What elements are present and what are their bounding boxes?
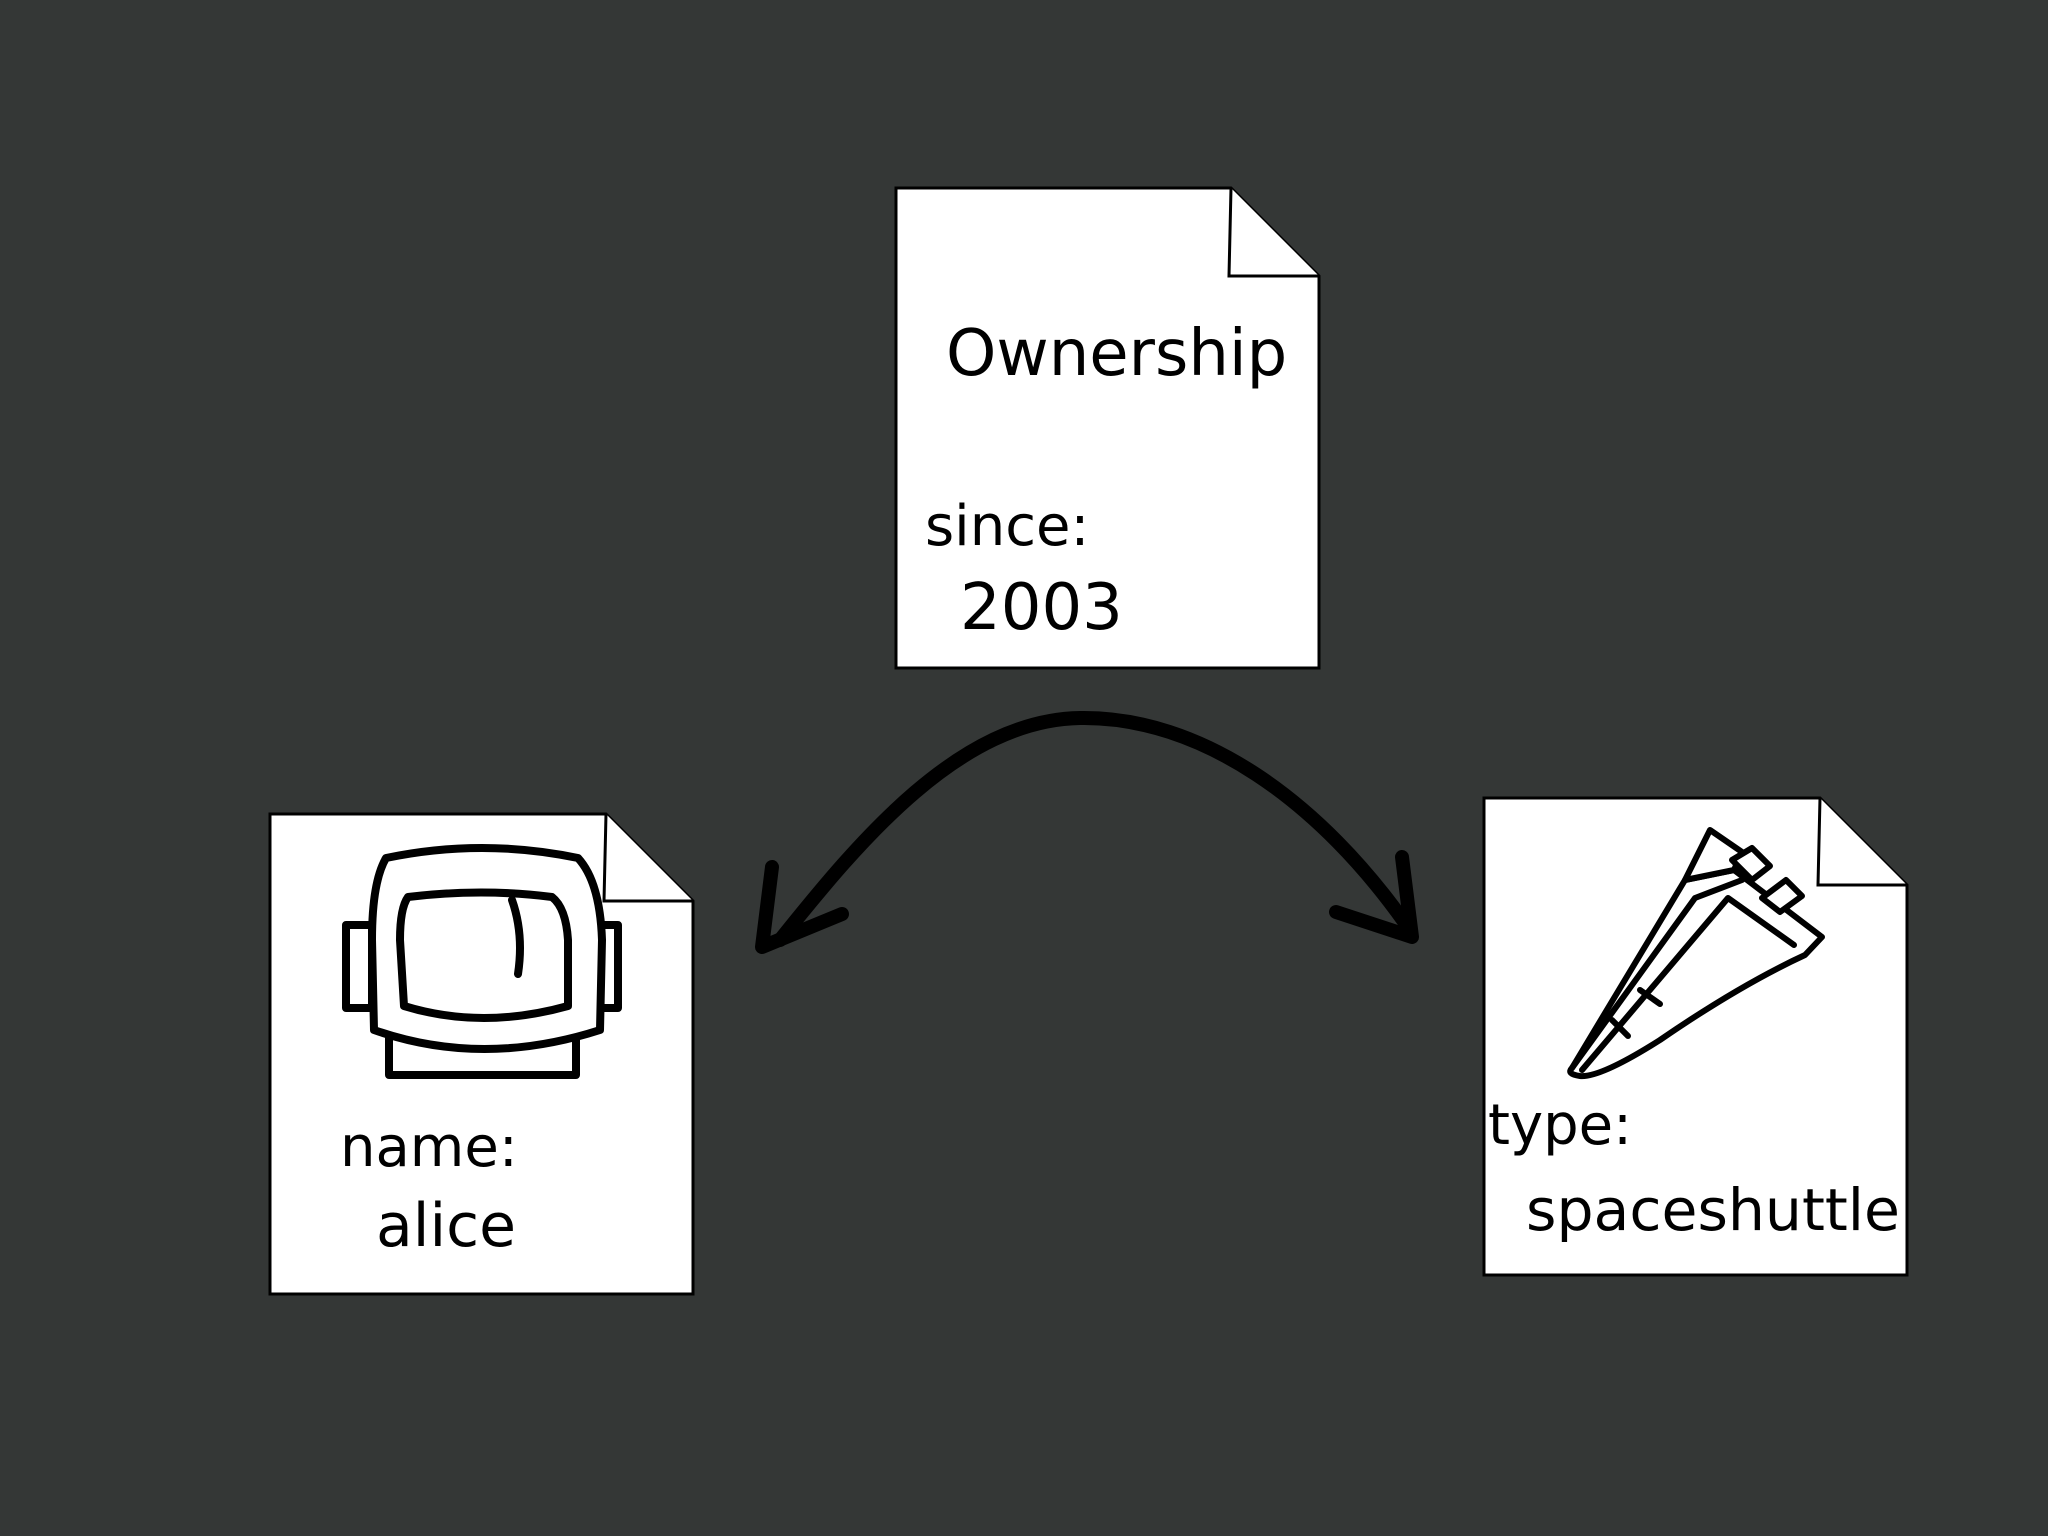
person-card: name: alice (268, 812, 695, 1296)
vehicle-card-body (1482, 796, 1909, 1277)
ownership-connector (755, 710, 1419, 954)
astronaut-helmet-icon (342, 844, 622, 1079)
since-value: 2003 (960, 571, 1123, 645)
connector-arrowhead-left (755, 860, 849, 954)
since-label: since: (925, 494, 1089, 559)
type-value: spaceshuttle (1526, 1176, 1900, 1244)
name-value: alice (376, 1191, 516, 1261)
vehicle-card-fold (1816, 797, 1907, 887)
space-shuttle-icon (1567, 827, 1825, 1080)
ownership-card-body (894, 186, 1321, 670)
type-label: type: (1488, 1093, 1632, 1158)
ownership-title: Ownership (946, 317, 1287, 391)
ownership-card: Ownership since: 2003 (894, 186, 1321, 670)
name-label: name: (340, 1115, 518, 1180)
vehicle-card: type: spaceshuttle (1482, 796, 1909, 1277)
person-card-fold (602, 813, 693, 903)
connector-arrowhead-right (1329, 850, 1419, 944)
connector-curve (773, 710, 1417, 947)
ownership-card-fold (1227, 187, 1319, 278)
